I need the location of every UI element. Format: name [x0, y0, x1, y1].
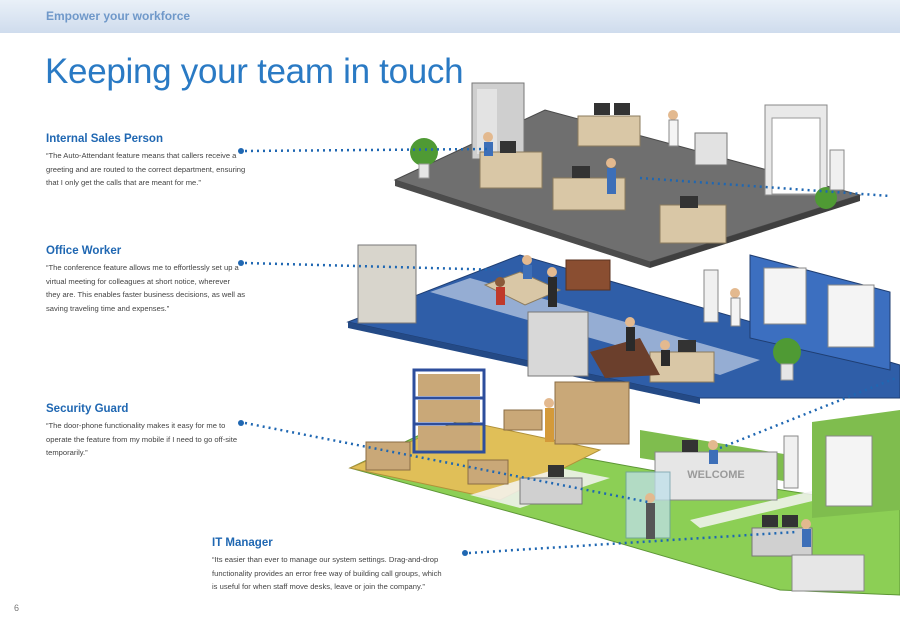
testimonial-quote: “The Auto-Attendant feature means that c… [46, 151, 246, 187]
testimonial-role: Security Guard [46, 403, 129, 415]
testimonial-role: Internal Sales Person [46, 133, 163, 145]
bottom-floor: WELCOME [348, 368, 900, 596]
middle-floor [346, 244, 900, 404]
top-floor [393, 82, 862, 268]
testimonial-security-guard: Security Guard “The door-phone functiona… [46, 403, 246, 460]
page-number: 6 [14, 603, 20, 613]
testimonial-quote: “The door-phone functionality makes it e… [46, 421, 238, 457]
testimonial-it-manager: IT Manager “Its easier than ever to mana… [212, 537, 447, 594]
page-title: Keeping your team in touch [45, 52, 464, 91]
callout-connectors [238, 147, 897, 556]
testimonial-internal-sales: Internal Sales Person “The Auto-Attendan… [46, 133, 246, 190]
testimonial-quote: “The conference feature allows me to eff… [46, 263, 246, 313]
testimonial-quote: “Its easier than ever to manage our syst… [212, 555, 442, 591]
testimonial-office-worker: Office Worker “The conference feature al… [46, 245, 246, 315]
testimonial-role: IT Manager [212, 537, 273, 549]
header-band: Empower your workforce [0, 0, 900, 33]
section-label: Empower your workforce [46, 9, 191, 23]
reception-sign: WELCOME [687, 469, 744, 481]
testimonial-role: Office Worker [46, 245, 122, 257]
